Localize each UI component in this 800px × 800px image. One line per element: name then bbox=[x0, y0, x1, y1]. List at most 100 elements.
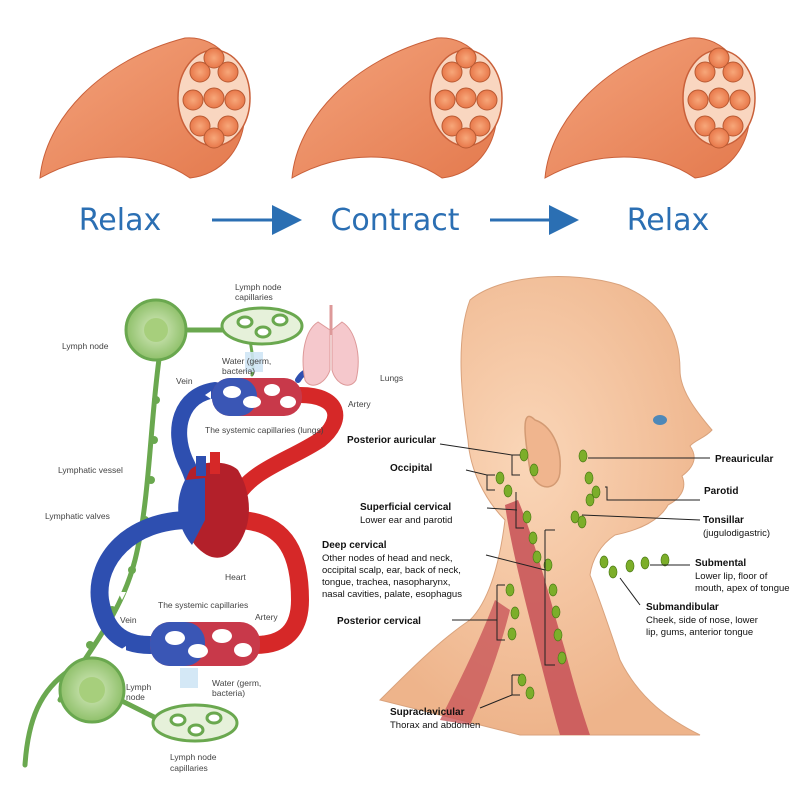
label-lymph-node-bottom-2: node bbox=[126, 692, 145, 702]
lymph-node-dot bbox=[519, 448, 529, 462]
node-title-posterior-auricular: Posterior auricular bbox=[347, 435, 436, 446]
lymph-node-dot bbox=[584, 471, 594, 485]
lymph-capillary-net-bottom bbox=[151, 703, 239, 743]
lymph-node-dot bbox=[510, 606, 520, 620]
lymph-node-dot bbox=[507, 627, 517, 641]
lymph-node-dot bbox=[553, 628, 563, 642]
lymph-node-dot bbox=[585, 493, 595, 507]
label-systemic-capillaries: The systemic capillaries bbox=[158, 600, 248, 610]
node-title-tonsillar: Tonsillar bbox=[703, 515, 744, 526]
lymph-node-dot bbox=[608, 565, 618, 579]
node-title-parotid: Parotid bbox=[704, 486, 738, 497]
lymph-node-dot bbox=[529, 463, 539, 477]
lymph-node-dot bbox=[495, 471, 505, 485]
lymph-node-dot bbox=[640, 556, 650, 570]
label-artery-bottom: Artery bbox=[255, 612, 278, 622]
muscle-relaxed-2 bbox=[544, 37, 756, 179]
label-water-bottom-2: bacteria) bbox=[212, 688, 245, 698]
lymph-node-dot bbox=[505, 583, 515, 597]
head-silhouette bbox=[379, 276, 713, 736]
lymph-node-dot bbox=[522, 510, 532, 524]
label-lymphatic-valves: Lymphatic valves bbox=[45, 511, 110, 521]
leader-lines bbox=[439, 443, 710, 709]
lungs-illustration bbox=[302, 305, 359, 386]
node-desc-superficial-cervical: Lower ear and parotid bbox=[360, 515, 452, 526]
muscle-illustrations bbox=[39, 37, 756, 179]
lymph-node-bottom bbox=[58, 656, 126, 724]
lymph-node-dot bbox=[528, 531, 538, 545]
lymph-node-top bbox=[124, 298, 188, 362]
head-lymph-nodes bbox=[495, 448, 670, 700]
water-exchange-top bbox=[245, 352, 263, 372]
label-lungs: Lungs bbox=[380, 373, 403, 383]
left-node-labels: Posterior auricular Occipital Superficia… bbox=[322, 435, 480, 731]
node-title-submandibular: Submandibular bbox=[646, 602, 719, 613]
node-desc-supraclavicular: Thorax and abdomen bbox=[390, 720, 480, 731]
lymph-node-dot bbox=[591, 485, 601, 499]
right-node-labels: Preauricular Parotid Tonsillar (jugulodi… bbox=[646, 454, 790, 638]
lymph-node-dot bbox=[517, 673, 527, 687]
lymph-node-dot bbox=[548, 583, 558, 597]
label-lymphatic-vessel: Lymphatic vessel bbox=[58, 465, 123, 475]
eye-illustration bbox=[653, 415, 667, 425]
node-desc-deep-cervical-4: nasal cavities, palate, esophagus bbox=[322, 589, 462, 600]
node-title-posterior-cervical: Posterior cervical bbox=[337, 616, 421, 627]
node-desc-submental-1: Lower lip, floor of bbox=[695, 571, 768, 582]
label-systemic-capillaries-lungs: The systemic capillaries (lungs) bbox=[205, 425, 324, 435]
stage-label-relax-2: Relax bbox=[627, 203, 709, 238]
lymph-node-dot bbox=[625, 559, 635, 573]
muscle-cycle-panel: Relax Contract Relax bbox=[39, 37, 756, 238]
node-desc-submandibular-2: lip, gums, anterior tongue bbox=[646, 627, 753, 638]
lymph-node-dot bbox=[578, 449, 588, 463]
head-neck-panel: Posterior auricular Occipital Superficia… bbox=[322, 276, 790, 736]
lymph-node-dot bbox=[660, 553, 670, 567]
muscle-relaxed-1 bbox=[39, 37, 251, 179]
node-desc-deep-cervical-2: occipital scalp, ear, back of neck, bbox=[322, 565, 461, 576]
lymph-capillary-net-top bbox=[220, 306, 304, 346]
label-vein-top: Vein bbox=[176, 376, 193, 386]
lymph-node-dot bbox=[503, 484, 513, 498]
lymphatic-valve-marks bbox=[86, 396, 160, 649]
label-water-top-2: bacteria) bbox=[222, 366, 255, 376]
neck-muscles bbox=[440, 500, 590, 735]
node-title-deep-cervical: Deep cervical bbox=[322, 540, 387, 551]
lymph-node-dot bbox=[557, 651, 567, 665]
node-desc-tonsillar: (jugulodigastric) bbox=[703, 528, 770, 539]
node-desc-submental-2: mouth, apex of tongue bbox=[695, 583, 790, 594]
lymph-node-dot bbox=[543, 558, 553, 572]
node-title-superficial-cervical: Superficial cervical bbox=[360, 502, 451, 513]
label-lymph-node-capillaries-top-1: Lymph node bbox=[235, 282, 282, 292]
label-lymph-node-capillaries-top-2: capillaries bbox=[235, 292, 273, 302]
lymph-node-dot bbox=[532, 550, 542, 564]
node-title-preauricular: Preauricular bbox=[715, 454, 773, 465]
circulation-panel: Lymph node capillaries Lymph node Water … bbox=[22, 282, 403, 773]
lymph-node-dot bbox=[570, 510, 580, 524]
node-title-supraclavicular: Supraclavicular bbox=[390, 707, 465, 718]
muscle-contracted bbox=[291, 37, 503, 179]
label-heart: Heart bbox=[225, 572, 246, 582]
lymph-node-dot bbox=[551, 605, 561, 619]
label-lymph-node-top: Lymph node bbox=[62, 341, 109, 351]
label-lymph-node-bottom-1: Lymph bbox=[126, 682, 151, 692]
node-title-occipital: Occipital bbox=[390, 463, 432, 474]
stage-label-relax-1: Relax bbox=[79, 203, 161, 238]
node-desc-deep-cervical-3: tongue, trachea, nasopharynx, bbox=[322, 577, 450, 588]
label-water-top-1: Water (germ, bbox=[222, 356, 271, 366]
lymph-node-dot bbox=[599, 555, 609, 569]
flow-arrow-icons bbox=[118, 391, 279, 654]
heart-illustration bbox=[178, 452, 249, 558]
circulation-labels: Lymph node capillaries Lymph node Water … bbox=[45, 282, 403, 773]
stage-label-contract: Contract bbox=[330, 203, 459, 238]
node-desc-submandibular-1: Cheek, side of nose, lower bbox=[646, 615, 758, 626]
node-title-submental: Submental bbox=[695, 558, 746, 569]
node-desc-deep-cervical-1: Other nodes of head and neck, bbox=[322, 553, 452, 564]
label-lymph-node-capillaries-bottom-2: capillaries bbox=[170, 763, 208, 773]
label-water-bottom-1: Water (germ, bbox=[212, 678, 261, 688]
label-vein-bottom: Vein bbox=[120, 615, 137, 625]
label-lymph-node-capillaries-bottom-1: Lymph node bbox=[170, 752, 217, 762]
capillary-bed-systemic bbox=[150, 622, 260, 666]
capillary-bed-lungs bbox=[212, 378, 302, 416]
lymph-node-dot bbox=[525, 686, 535, 700]
water-exchange-bottom bbox=[180, 668, 198, 688]
